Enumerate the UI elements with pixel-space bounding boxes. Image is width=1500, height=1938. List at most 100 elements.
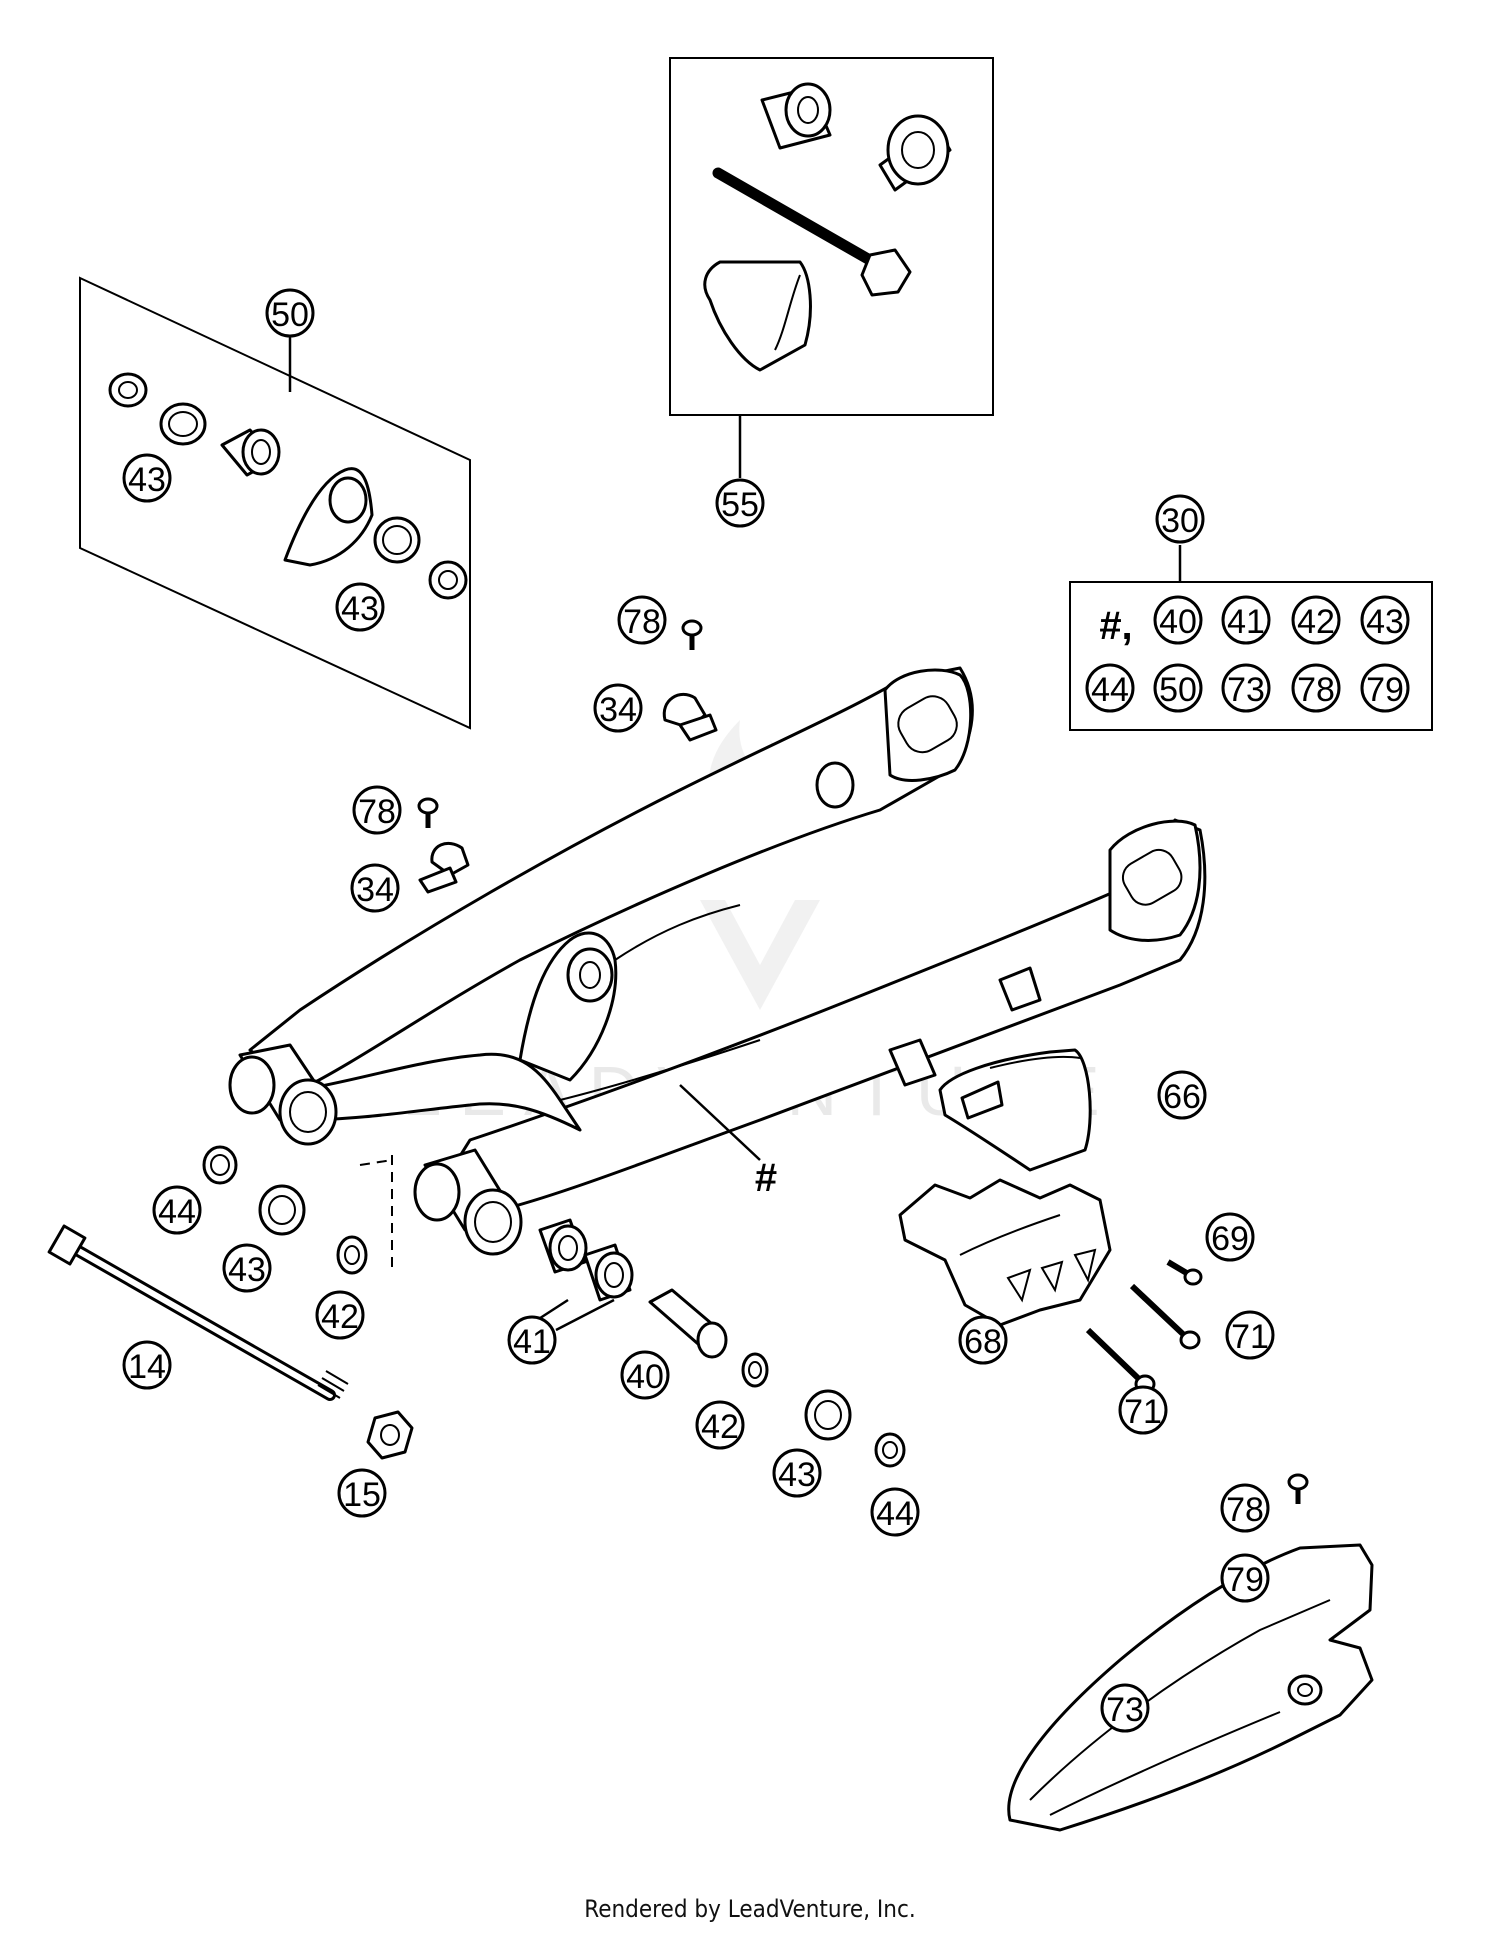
pivot-washer-42-left xyxy=(336,1235,368,1275)
svg-text:40: 40 xyxy=(626,1358,664,1396)
callout-73: 73 xyxy=(1100,1683,1150,1733)
svg-text:73: 73 xyxy=(1227,671,1265,709)
callout-44: 44 xyxy=(870,1487,920,1537)
svg-text:30: 30 xyxy=(1161,502,1199,540)
svg-text:42: 42 xyxy=(701,1408,739,1446)
svg-text:43: 43 xyxy=(341,590,379,628)
pivot-washer-42-right xyxy=(741,1352,769,1388)
callout-43: 43 xyxy=(222,1243,272,1293)
callout-44: 44 xyxy=(152,1185,202,1235)
cable-clamp-upper xyxy=(662,692,718,742)
svg-text:68: 68 xyxy=(964,1323,1002,1361)
screw-78-slider xyxy=(1287,1473,1309,1504)
needle-bearing-41-b xyxy=(583,1243,634,1302)
callout-34: 34 xyxy=(593,683,643,733)
kit-30-box: #, 40 41 42 43 44 50 73 xyxy=(1069,545,1433,731)
kit-50-panel xyxy=(79,276,471,730)
svg-text:79: 79 xyxy=(1226,1561,1264,1599)
kit-50-bushing-right xyxy=(428,560,468,600)
callout-66: 66 xyxy=(1157,1070,1207,1120)
callout-30: 30 xyxy=(1155,494,1205,544)
svg-text:44: 44 xyxy=(876,1495,914,1533)
svg-text:44: 44 xyxy=(1091,671,1129,709)
kit-50-seal-left xyxy=(159,402,207,446)
svg-text:44: 44 xyxy=(158,1193,196,1231)
screw-lower xyxy=(417,797,439,828)
pivot-seal-44-left xyxy=(202,1145,238,1185)
kit-30-hash-label: #, xyxy=(1099,604,1132,648)
svg-text:14: 14 xyxy=(128,1348,166,1386)
bolt-69 xyxy=(1166,1259,1203,1286)
kit-30-row2-item: 78 xyxy=(1291,663,1341,713)
svg-text:43: 43 xyxy=(1366,603,1404,641)
svg-text:15: 15 xyxy=(343,1476,381,1514)
kit-50-seal-right xyxy=(373,516,421,564)
callout-68: 68 xyxy=(958,1315,1008,1365)
svg-text:78: 78 xyxy=(1226,1491,1264,1529)
callout-50: 50 xyxy=(265,288,315,338)
callout-78: 78 xyxy=(617,595,667,645)
callout-42: 42 xyxy=(695,1400,745,1450)
kit-30-row2-item: 44 xyxy=(1085,663,1135,713)
pivot-nut-15 xyxy=(366,1410,414,1460)
svg-text:40: 40 xyxy=(1159,603,1197,641)
callout-78: 78 xyxy=(352,785,402,835)
callout-40: 40 xyxy=(620,1350,670,1400)
svg-text:50: 50 xyxy=(271,296,309,334)
callout-41: 41 xyxy=(507,1315,557,1365)
needle-bearing-41-a xyxy=(538,1218,588,1274)
callout-14: 14 xyxy=(122,1340,172,1390)
swingarm-left-pivot-lower xyxy=(413,1148,523,1256)
pivot-sleeve-40 xyxy=(648,1288,728,1359)
kit-50-bushing-left xyxy=(108,372,148,408)
callout-15: 15 xyxy=(337,1468,387,1518)
chain-guide-plate xyxy=(898,1178,1112,1327)
callout-42: 42 xyxy=(315,1290,365,1340)
svg-text:71: 71 xyxy=(1231,1318,1269,1356)
kit-30-row1-item: 41 xyxy=(1221,595,1271,645)
svg-text:34: 34 xyxy=(356,871,394,909)
kit-55-bearing xyxy=(878,114,952,192)
svg-text:71: 71 xyxy=(1124,1393,1162,1431)
svg-text:78: 78 xyxy=(1297,671,1335,709)
svg-text:34: 34 xyxy=(599,691,637,729)
kit-30-row1-item: 40 xyxy=(1153,595,1203,645)
kit-50-bearing xyxy=(220,428,281,477)
callout-34: 34 xyxy=(350,863,400,913)
pivot-seal-44-right xyxy=(874,1432,906,1468)
svg-text:42: 42 xyxy=(321,1298,359,1336)
kit-55-bolt xyxy=(712,167,912,297)
chain-slider-block xyxy=(938,1048,1092,1172)
callout-43: 43 xyxy=(772,1448,822,1498)
callout-55: 55 xyxy=(715,478,765,528)
svg-text:50: 50 xyxy=(1159,671,1197,709)
svg-text:41: 41 xyxy=(1227,603,1265,641)
chain-slider xyxy=(1007,1543,1374,1832)
kit-30-row2-item: 73 xyxy=(1221,663,1271,713)
svg-text:43: 43 xyxy=(228,1251,266,1289)
pivot-bearing-43-right xyxy=(804,1389,852,1441)
callout-71: 71 xyxy=(1225,1310,1275,1360)
svg-text:41: 41 xyxy=(513,1323,551,1361)
svg-text:78: 78 xyxy=(358,793,396,831)
pivot-bearing-43-left xyxy=(258,1184,306,1236)
svg-text:55: 55 xyxy=(721,486,759,524)
kit-30-row1-item: 43 xyxy=(1360,595,1410,645)
swingarm: # xyxy=(228,666,1207,1270)
svg-text:66: 66 xyxy=(1163,1078,1201,1116)
kit-30-row2-item: 79 xyxy=(1360,663,1410,713)
swingarm-hash-label: # xyxy=(755,1156,777,1200)
kit-50-pivot-lug xyxy=(283,467,374,567)
swingarm-left-pivot-upper xyxy=(228,1043,338,1146)
svg-text:73: 73 xyxy=(1106,1691,1144,1729)
callout-71: 71 xyxy=(1118,1385,1168,1435)
svg-text:42: 42 xyxy=(1297,603,1335,641)
pivot-bolt-14 xyxy=(47,1224,349,1401)
svg-text:78: 78 xyxy=(623,603,661,641)
callout-78: 78 xyxy=(1220,1483,1270,1533)
cable-clamp-lower xyxy=(418,842,470,894)
svg-text:43: 43 xyxy=(128,461,166,499)
kit-30-row2-item: 50 xyxy=(1153,663,1203,713)
kit-30-row1-item: 42 xyxy=(1291,595,1341,645)
